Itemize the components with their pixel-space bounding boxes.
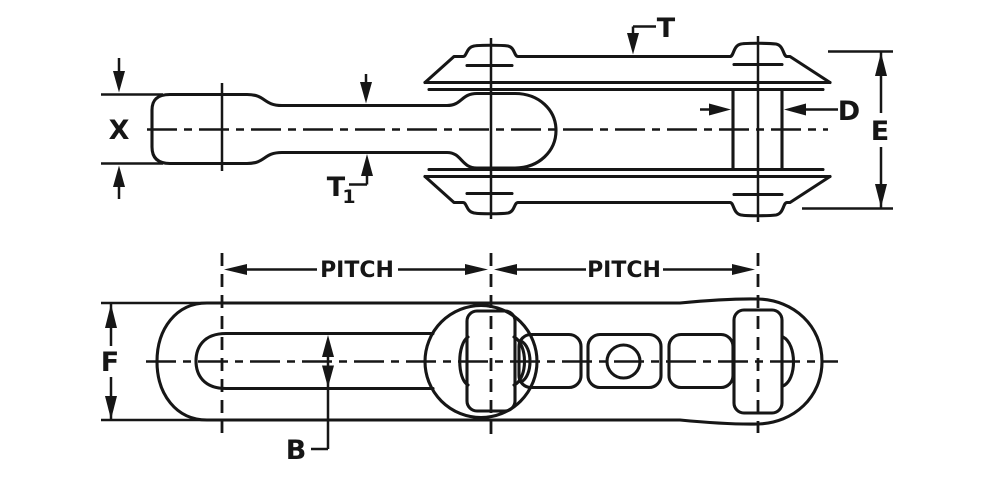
x-label: X xyxy=(109,115,130,146)
pitch-right-arrow-left-icon xyxy=(494,264,517,275)
dimension-pitch-left: PITCH xyxy=(224,258,488,283)
side-view: X T 1 T D xyxy=(101,13,893,222)
t1-arrow-up-icon xyxy=(361,154,373,176)
top-sidebar-profile xyxy=(423,41,832,85)
dimension-f: F xyxy=(101,301,213,422)
x-arrow-up-icon xyxy=(113,165,125,187)
pocket-left xyxy=(517,332,583,390)
plan-inner-slot xyxy=(194,331,435,391)
bottom-sidebar-profile xyxy=(423,174,832,218)
x-arrow-down-icon xyxy=(113,71,125,93)
pitch-right-arrow-right-icon xyxy=(732,264,755,275)
plan-outer-body-outline xyxy=(155,297,824,426)
middle-barrel-arc-right xyxy=(512,335,526,387)
right-barrel-arc xyxy=(781,335,795,388)
pitch-left-arrow-left-icon xyxy=(224,264,247,275)
middle-barrel-arc-left xyxy=(458,335,470,387)
d-arrow-right-icon xyxy=(709,103,731,116)
pitch-right-label: PITCH xyxy=(587,258,661,283)
dimension-d: D xyxy=(700,96,860,127)
plan-view: PITCH PITCH F B xyxy=(101,253,838,466)
pitch-left-arrow-right-icon xyxy=(465,264,488,275)
f-arrow-down-icon xyxy=(105,396,117,420)
f-arrow-up-icon xyxy=(105,304,117,328)
t-arrow-down-icon xyxy=(627,33,639,55)
center-hole xyxy=(605,343,642,380)
dimension-t: T xyxy=(627,13,676,55)
dimension-b: B xyxy=(286,335,334,466)
right-pin-boss xyxy=(732,308,784,415)
dimension-x: X xyxy=(101,58,163,199)
e-arrow-down-icon xyxy=(875,184,887,208)
d-arrow-left-icon xyxy=(784,103,806,116)
middle-barrel-circle xyxy=(423,303,539,420)
t1-label-subscript: 1 xyxy=(342,186,355,208)
middle-pin-boss xyxy=(465,309,517,413)
pitch-left-label: PITCH xyxy=(320,258,394,283)
t1-label-main: T xyxy=(327,172,346,203)
e-arrow-up-icon xyxy=(875,52,887,76)
dimension-t1: T 1 xyxy=(327,74,373,208)
e-label: E xyxy=(871,116,889,147)
b-arrow-up-icon xyxy=(322,335,334,357)
t1-arrow-down-icon xyxy=(360,82,372,104)
t-label: T xyxy=(657,13,676,44)
dimension-e: E xyxy=(802,50,893,210)
pocket-center xyxy=(586,332,663,390)
dimension-pitch-right: PITCH xyxy=(494,258,755,283)
d-label: D xyxy=(838,96,860,127)
b-label: B xyxy=(286,435,307,466)
pocket-left-arc xyxy=(519,339,532,384)
f-label: F xyxy=(101,347,119,378)
